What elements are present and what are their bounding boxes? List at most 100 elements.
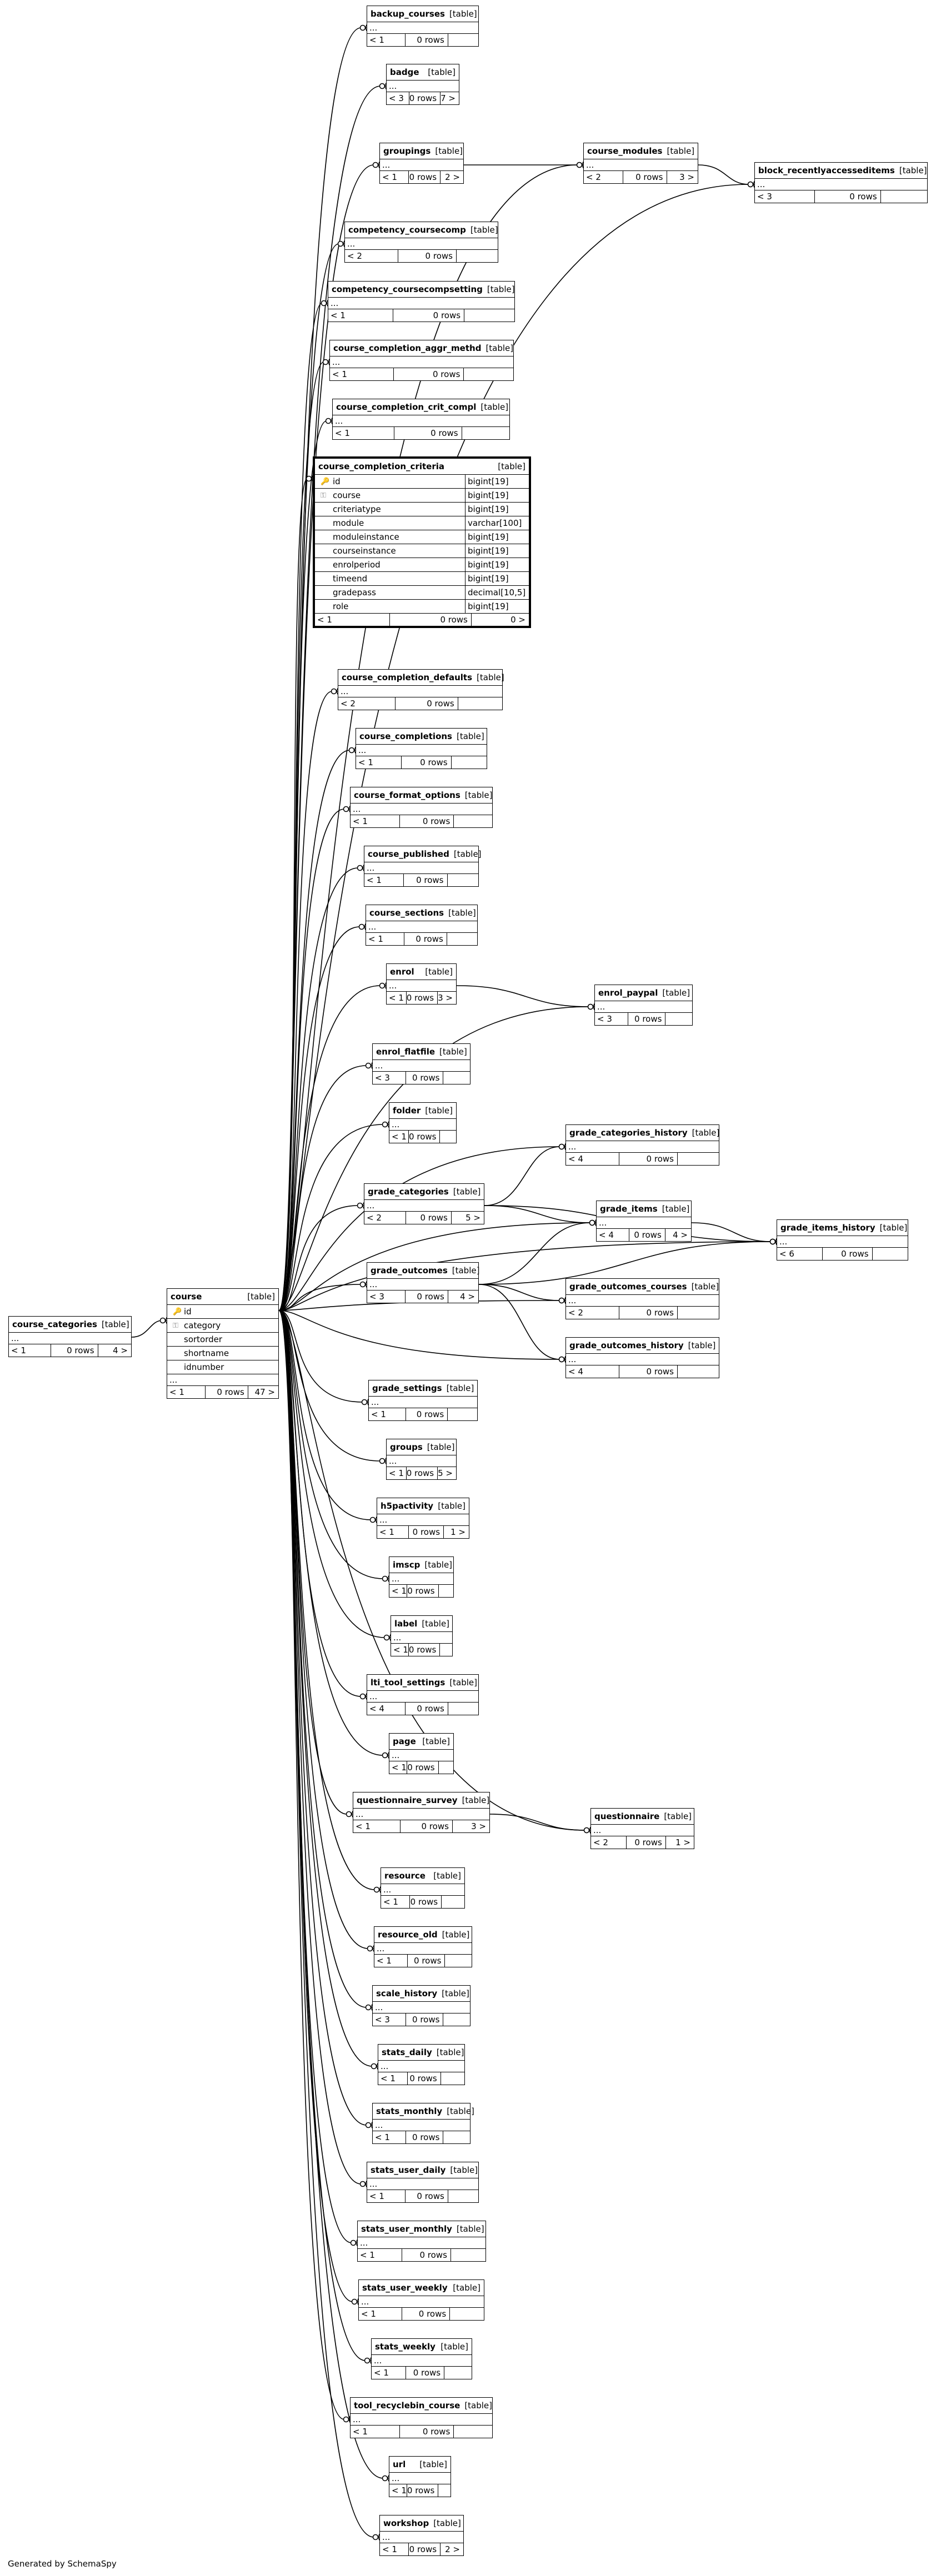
table-course-completion-aggr-methd[interactable]: course_completion_aggr_methd[table]...< … <box>329 340 514 381</box>
crowfoot-marker <box>587 1003 595 1010</box>
table-name: course_published <box>368 849 449 859</box>
parent-count: < 1 <box>356 756 402 769</box>
column-row: course⚿bigint[19] <box>315 488 529 502</box>
row-count: 0 rows <box>619 1307 678 1319</box>
table-kind: [table] <box>664 1811 692 1821</box>
row-count: 0 rows <box>409 1526 444 1538</box>
parent-count: < 1 <box>378 2072 408 2085</box>
child-count <box>441 2072 464 2085</box>
column-ellipsis: ... <box>345 238 498 249</box>
row-count: 0 rows <box>401 1820 453 1832</box>
relation-grade-outcomes-grade-outcomes-courses <box>478 1284 560 1301</box>
crowfoot-marker <box>331 688 338 695</box>
child-count <box>448 1408 477 1420</box>
table-kind: [table] <box>667 146 695 156</box>
relation-course-label <box>278 1310 386 1638</box>
table-name: label <box>394 1619 418 1629</box>
row-count: 0 rows <box>206 1386 248 1398</box>
table-header: grade_items[table] <box>597 1201 691 1217</box>
crowfoot-marker <box>337 240 345 247</box>
crowfoot-marker <box>558 1297 566 1304</box>
crowfoot-marker <box>371 2063 378 2070</box>
parent-count: < 1 <box>369 1408 407 1420</box>
table-kind: [table] <box>422 1736 450 1746</box>
parent-count: < 3 <box>373 2013 407 2026</box>
table-course-completion-crit-compl[interactable]: course_completion_crit_compl[table]...< … <box>332 399 510 440</box>
parent-count: < 1 <box>167 1386 206 1398</box>
relation-course-enrol-flatfile <box>278 1065 367 1311</box>
table-competency-coursecompsetting[interactable]: competency_coursecompsetting[table]...< … <box>328 281 515 322</box>
table-header: grade_outcomes_history[table] <box>566 1338 719 1353</box>
table-name: stats_user_daily <box>371 2165 446 2175</box>
table-block-recentlyaccesseditems[interactable]: block_recentlyaccesseditems[table]...< 3… <box>754 162 928 203</box>
row-count: 0 rows <box>409 1131 441 1143</box>
table-kind: [table] <box>425 967 453 977</box>
column-row: category⚿ <box>167 1318 278 1332</box>
row-count: 0 rows <box>398 250 457 262</box>
column-ellipsis: ... <box>351 2413 492 2425</box>
table-name: groupings <box>383 146 431 156</box>
table-course-completion-criteria[interactable]: course_completion_criteria[table]id🔑bigi… <box>313 456 531 628</box>
crowfoot-marker <box>359 1281 367 1288</box>
row-count: 0 rows <box>406 1703 448 1715</box>
column-name: gradepass <box>333 587 376 597</box>
row-count: 0 rows <box>394 368 464 380</box>
crowfoot-marker <box>325 418 333 424</box>
table-kind: [table] <box>438 1501 466 1511</box>
table-name: grade_outcomes <box>371 1266 448 1276</box>
table-kind: [table] <box>456 2224 484 2234</box>
table-name: enrol_paypal <box>598 988 658 998</box>
foreign-key-icon: ⚿ <box>173 1322 178 1330</box>
